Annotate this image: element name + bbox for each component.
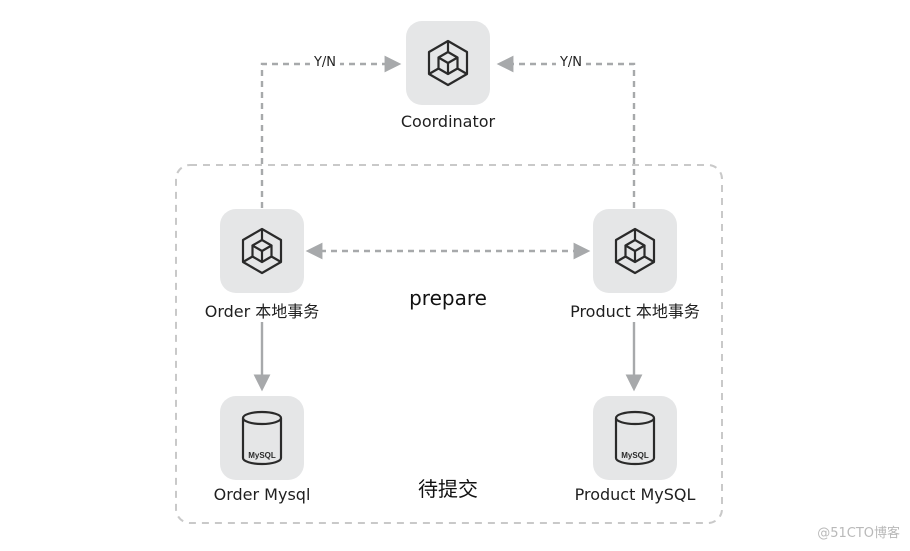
coordinator-label: Coordinator <box>400 112 496 131</box>
local-transaction-boundary <box>175 164 723 524</box>
product-transaction-node <box>593 209 677 293</box>
product-db-label: Product MySQL <box>574 485 696 504</box>
pending-commit-label: 待提交 <box>418 477 478 501</box>
order-db-label: Order Mysql <box>213 485 311 504</box>
coordinator-node <box>406 21 490 105</box>
order-db-node: MySQL <box>220 396 304 480</box>
product-db-node: MySQL <box>593 396 677 480</box>
order-transaction-label: Order 本地事务 <box>204 302 320 321</box>
database-icon-text: MySQL <box>621 451 649 460</box>
database-icon-text: MySQL <box>248 451 276 460</box>
edge-label-right-vote: Y/N <box>555 55 587 70</box>
order-transaction-node <box>220 209 304 293</box>
edge-label-left-vote: Y/N <box>309 55 341 70</box>
product-transaction-label: Product 本地事务 <box>570 302 700 321</box>
watermark: @51CTO博客 <box>817 526 900 541</box>
edge-order-to-coordinator <box>260 55 402 208</box>
edge-product-to-coordinator <box>496 55 636 208</box>
prepare-phase-label: prepare <box>409 286 487 310</box>
